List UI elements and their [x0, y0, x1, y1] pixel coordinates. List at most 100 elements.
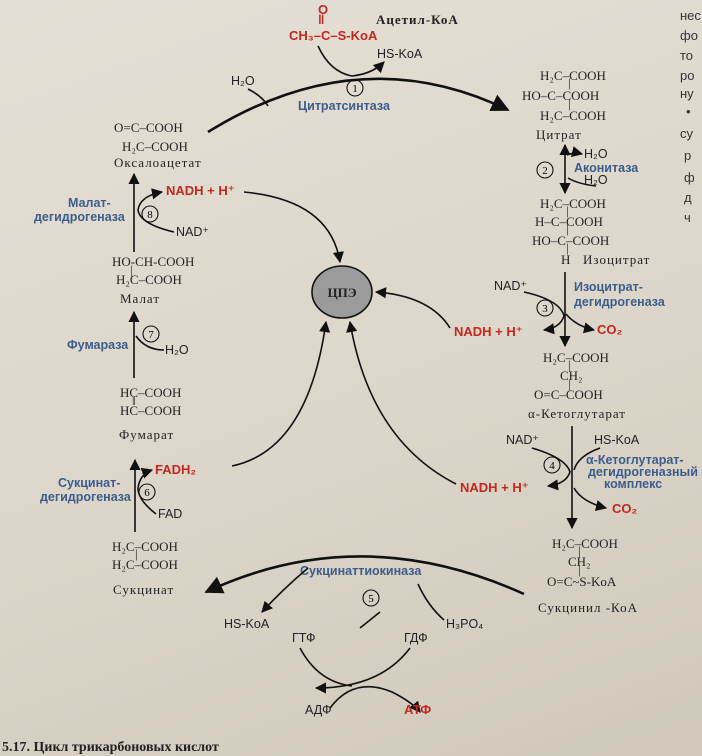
svg-text:H–C–COOH: H–C–COOH: [535, 214, 603, 229]
svg-text:|: |: [568, 376, 571, 391]
svg-text:H₂C–COOH: H₂C–COOH: [540, 196, 606, 211]
svg-text:2: 2: [542, 165, 548, 177]
enzyme-aconitase: Аконитаза: [574, 161, 639, 175]
nadh-to-etc-8: [243, 191, 344, 264]
step-number-1: 1: [346, 79, 364, 97]
svg-text:Малат: Малат: [120, 291, 160, 306]
svg-text:5: 5: [368, 593, 374, 605]
enzyme-malate-dh-2: дегидрогеназа: [34, 210, 126, 224]
step-number-2: 2: [536, 161, 554, 179]
svg-text:HO–C–COOH: HO–C–COOH: [522, 88, 599, 103]
alpha-ketoglutarate: H₂C–COOH | CH₂ | O=C–COOH α-Кетоглутарат: [528, 350, 625, 421]
svg-text:H₂C–COOH: H₂C–COOH: [116, 272, 182, 287]
svg-text:H₂C–COOH: H₂C–COOH: [543, 350, 609, 365]
enzyme-isocitrate-dh-2: дегидрогеназа: [574, 295, 666, 309]
svg-text:|: |: [568, 75, 571, 90]
svg-text:4: 4: [549, 460, 555, 472]
figure-caption: 5.17. Цикл трикарбоновых кислот: [2, 740, 219, 755]
svg-text:нес: нес: [680, 8, 701, 23]
enzyme-succinate-dh-1: Сукцинат-: [58, 476, 120, 490]
svg-text:O: O: [318, 2, 328, 17]
svg-text:CH₂: CH₂: [568, 554, 591, 569]
enzyme-isocitrate-dh-1: Изоцитрат-: [574, 280, 643, 294]
cycle-arc-bottom: [204, 555, 525, 596]
step8-nad: NAD⁺: [176, 225, 209, 239]
svg-text:фо: фо: [680, 28, 698, 43]
svg-text:H: H: [561, 252, 570, 267]
svg-text:‖: ‖: [132, 393, 136, 408]
svg-text:H₂C–COOH: H₂C–COOH: [122, 139, 188, 154]
h2o-arrow-1: [247, 88, 269, 107]
acetyl-coa: O ‖ CH₃–C–S-KoA Ацетил-КоА: [289, 2, 459, 43]
svg-text:3: 3: [542, 303, 548, 315]
svg-text:Ацетил-КоА: Ацетил-КоА: [376, 12, 459, 27]
svg-text:O=C~S-KoA: O=C~S-KoA: [547, 574, 617, 589]
step5-link: [359, 611, 381, 629]
enzyme-akg-dh-1: α-Кетоглутарат-: [586, 453, 684, 467]
step5-hs-koa-arrow: [261, 567, 309, 613]
margin-text: нес фо то ро ну • су р ф д ч: [680, 8, 701, 225]
svg-text:|: |: [130, 262, 133, 277]
svg-text:ч: ч: [684, 210, 691, 225]
svg-text:|: |: [568, 357, 571, 372]
step3-co2: CO₂: [597, 322, 623, 337]
svg-text:|: |: [135, 546, 138, 561]
step-number-5: 5: [362, 589, 380, 607]
svg-text:ро: ро: [680, 68, 694, 83]
svg-text:то: то: [680, 48, 693, 63]
svg-text:H₂C–COOH: H₂C–COOH: [552, 536, 618, 551]
svg-text:6: 6: [144, 487, 150, 499]
svg-text:H₂C–COOH: H₂C–COOH: [540, 68, 606, 83]
svg-text:Оксалоацетат: Оксалоацетат: [114, 155, 202, 170]
svg-text:H₂C–COOH: H₂C–COOH: [112, 557, 178, 572]
step3-nad-arrow: [523, 291, 565, 335]
svg-text:|: |: [578, 562, 581, 577]
svg-text:O=C–COOH: O=C–COOH: [114, 120, 183, 135]
step5-hs-koa: HS-KoA: [224, 617, 270, 631]
svg-text:HC–COOH: HC–COOH: [120, 403, 181, 418]
svg-text:7: 7: [148, 329, 154, 341]
step6-fadh2: FADH₂: [155, 462, 196, 477]
step5-gdp-arrow: [314, 647, 411, 694]
fadh2-to-etc: [231, 320, 331, 467]
succinate: H₂C–COOH | H₂C–COOH Сукцинат: [112, 539, 178, 597]
aconitase-h2o-in-arrow: [567, 177, 597, 187]
enzyme-akg-dh-3: комплекс: [604, 477, 662, 491]
svg-text:р: р: [684, 148, 691, 163]
nadh-to-etc-3: [374, 287, 451, 329]
acetyl-coa-arrow: [317, 45, 385, 77]
fumarate: HC–COOH ‖ HC–COOH Фумарат: [119, 385, 181, 442]
step-number-8: 8: [141, 205, 159, 223]
svg-text:O=C–COOH: O=C–COOH: [534, 387, 603, 402]
svg-text:HO–C–COOH: HO–C–COOH: [532, 233, 609, 248]
step5-gtp: ГТФ: [292, 631, 316, 645]
h2o-label-1: H₂O: [231, 74, 255, 88]
step4-co2-arrow: [573, 487, 608, 511]
step5-h3po4-arrow: [417, 583, 445, 621]
step-number-4: 4: [543, 456, 561, 474]
svg-text:CH₂: CH₂: [560, 368, 583, 383]
step3-nadh: NADH + H⁺: [454, 324, 523, 339]
step5-gdp: ГДФ: [404, 631, 428, 645]
step5-gtp-arrow: [299, 647, 353, 687]
svg-text:ну: ну: [680, 86, 694, 101]
step3-co2-arrow: [565, 313, 596, 334]
enzyme-fumarase: Фумараза: [67, 338, 129, 352]
oxaloacetate: O=C–COOH H₂C–COOH Оксалоацетат: [114, 120, 202, 170]
svg-text:8: 8: [147, 209, 153, 221]
enzyme-succinate-dh-2: дегидрогеназа: [40, 490, 132, 504]
etc-center-ellipse: [311, 265, 373, 319]
step4-nad-arrow: [531, 447, 571, 491]
step-number-6: 6: [138, 483, 156, 501]
etc-center-label: ЦПЭ: [327, 285, 356, 300]
svg-text:Цитрат: Цитрат: [536, 127, 582, 142]
svg-text:Сукцинат: Сукцинат: [113, 582, 174, 597]
svg-text:H₂C–COOH: H₂C–COOH: [540, 108, 606, 123]
svg-text:Фумарат: Фумарат: [119, 427, 174, 442]
step7-h2o-arrow: [135, 335, 165, 351]
step-number-7: 7: [142, 325, 160, 343]
succinyl-coa: H₂C–COOH | CH₂ | O=C~S-KoA Сукцинил -КоА: [538, 536, 637, 615]
svg-text:|: |: [566, 221, 569, 236]
step5-adp: АДФ: [305, 703, 331, 717]
